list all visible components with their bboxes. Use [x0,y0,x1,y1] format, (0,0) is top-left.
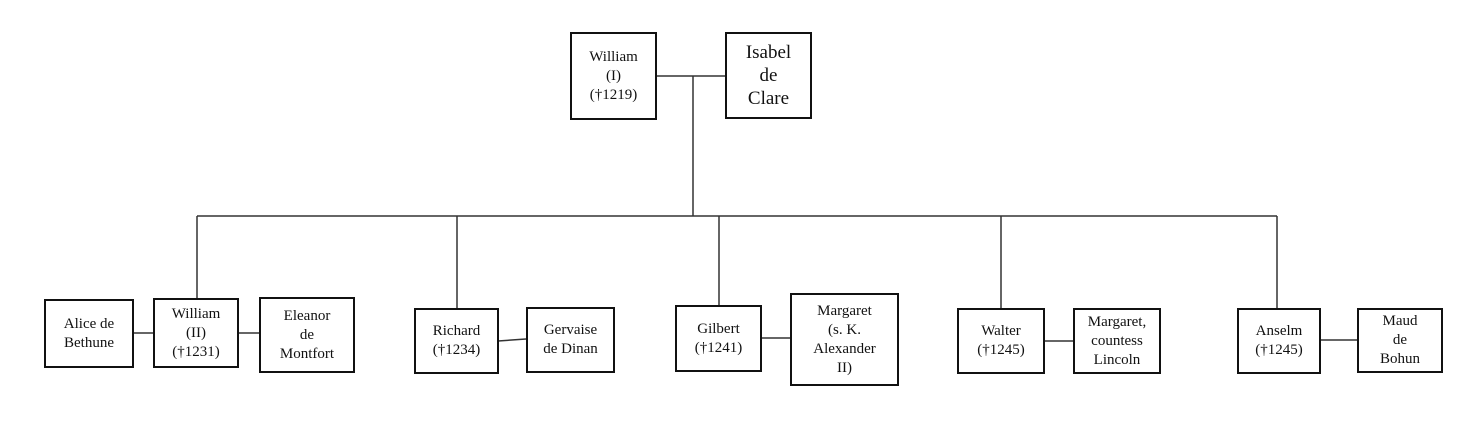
person-anselm: Anselm (†1245) [1237,308,1321,374]
marriage-line [497,338,527,342]
person-eleanor-de-montfort: Eleanor de Montfort [259,297,355,373]
person-william-ii: William (II) (†1231) [153,298,239,368]
person-isabel-de-clare: Isabel de Clare [725,32,812,119]
person-gilbert: Gilbert (†1241) [675,305,762,372]
person-william-i: William (I) (†1219) [570,32,657,120]
person-walter: Walter (†1245) [957,308,1045,374]
person-margaret-countess-lincoln: Margaret, countess Lincoln [1073,308,1161,374]
person-richard: Richard (†1234) [414,308,499,374]
person-margaret-of-scotland: Margaret (s. K. Alexander II) [790,293,899,386]
person-maud-de-bohun: Maud de Bohun [1357,308,1443,373]
person-gervaise-de-dinan: Gervaise de Dinan [526,307,615,373]
person-alice-de-bethune: Alice de Bethune [44,299,134,368]
